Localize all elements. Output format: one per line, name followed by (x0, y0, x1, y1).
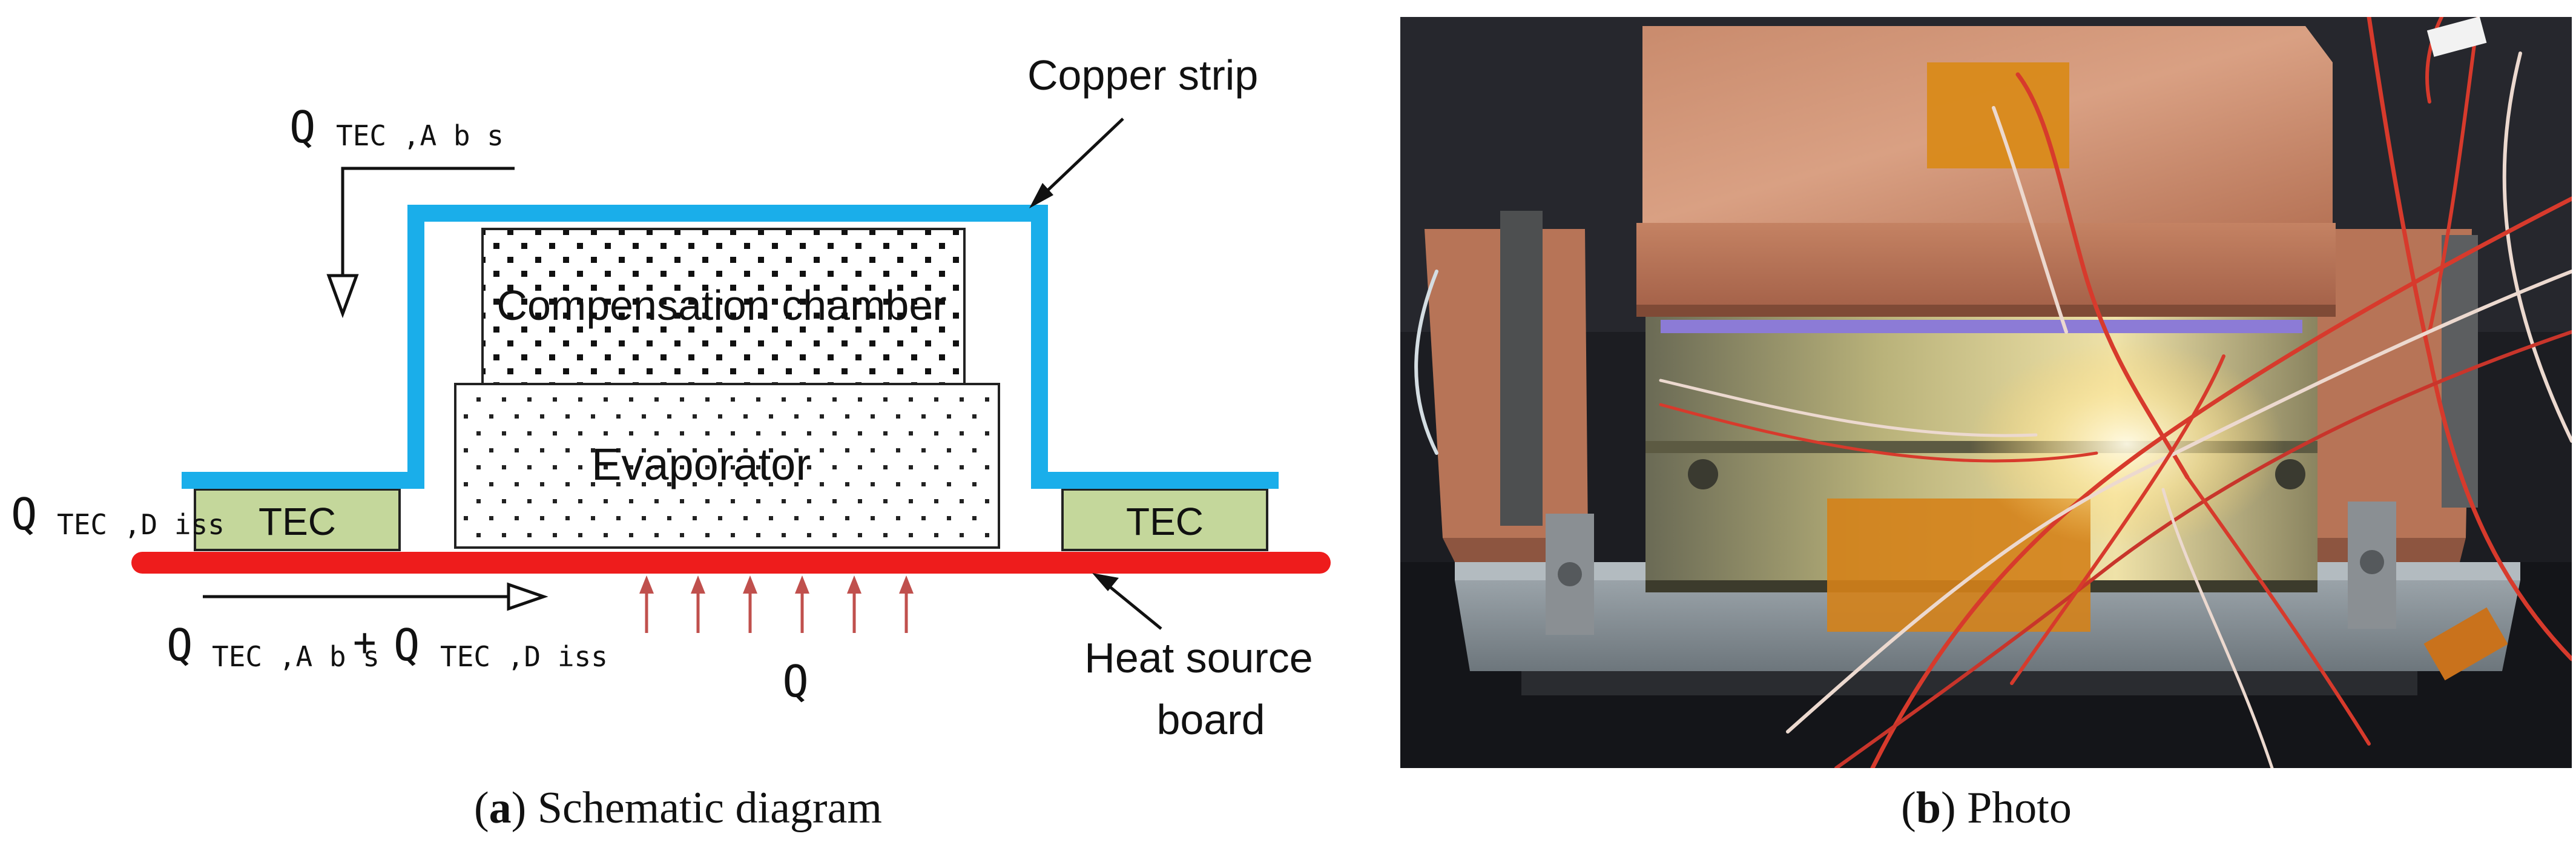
copper-strip (182, 205, 1279, 489)
heat-input-q-label: Q (782, 656, 808, 707)
q-tec-diss-label: Q TEC ,D iss (11, 489, 225, 541)
compensation-chamber-label: Compensation chamber (496, 282, 946, 329)
tec-heat-flow-arrow (203, 582, 548, 611)
q-subscript-diss: TEC ,D iss (440, 640, 608, 673)
heat-source-leader-arrow (1092, 573, 1162, 630)
q-sum-label: Q TEC ,A b s + Q TEC ,D iss (166, 620, 608, 673)
copper-strip-label: Copper strip (1027, 51, 1258, 99)
caption-b-text: Photo (1956, 783, 2072, 833)
caption-b-letter: b (1916, 783, 1941, 833)
heat-arrow (847, 575, 861, 633)
tec-left-label: TEC (259, 500, 336, 543)
copper-strip-leader-arrow (1029, 118, 1124, 208)
compensation-chamber: Compensation chamber (481, 228, 966, 385)
caption-a-text: Schematic diagram (526, 783, 882, 833)
tec-right-label: TEC (1126, 500, 1204, 543)
tec-left: TEC (194, 488, 401, 551)
tec-right: TEC (1061, 488, 1268, 551)
q-symbol: Q (11, 489, 37, 540)
caption-b: (b) Photo (1901, 783, 2072, 833)
heat-arrow (899, 575, 914, 633)
photo (1400, 17, 2572, 768)
q-subscript-diss: TEC ,D iss (57, 508, 225, 541)
evaporator: Evaporator (454, 383, 1000, 549)
plus-sign: + (353, 620, 377, 665)
caption-a: (a) Schematic diagram (474, 783, 882, 833)
heat-arrow (639, 575, 654, 633)
heat-arrow (743, 575, 757, 633)
caption-a-letter: a (489, 783, 512, 833)
heat-arrow (795, 575, 809, 633)
q-subscript-abs: TEC ,A b s (212, 640, 380, 673)
q-symbol: Q (289, 102, 315, 153)
q-tec-abs-label: Q TEC ,A b s (289, 102, 504, 153)
heat-arrow (691, 575, 705, 633)
heat-source-label-line1: Heat source (1084, 634, 1313, 681)
heat-input-arrows (639, 575, 914, 633)
heat-source-label-line2: board (1156, 696, 1265, 743)
q-tec-abs-arrow (326, 167, 515, 319)
schematic-panel: TEC TEC Evaporator Compensation chamber … (11, 51, 1331, 833)
q-symbol: Q (394, 620, 420, 671)
evaporator-label: Evaporator (591, 439, 811, 489)
q-symbol: Q (166, 620, 193, 671)
photo-panel: (b) Photo (1400, 17, 2572, 833)
q-subscript-abs: TEC ,A b s (336, 119, 504, 152)
